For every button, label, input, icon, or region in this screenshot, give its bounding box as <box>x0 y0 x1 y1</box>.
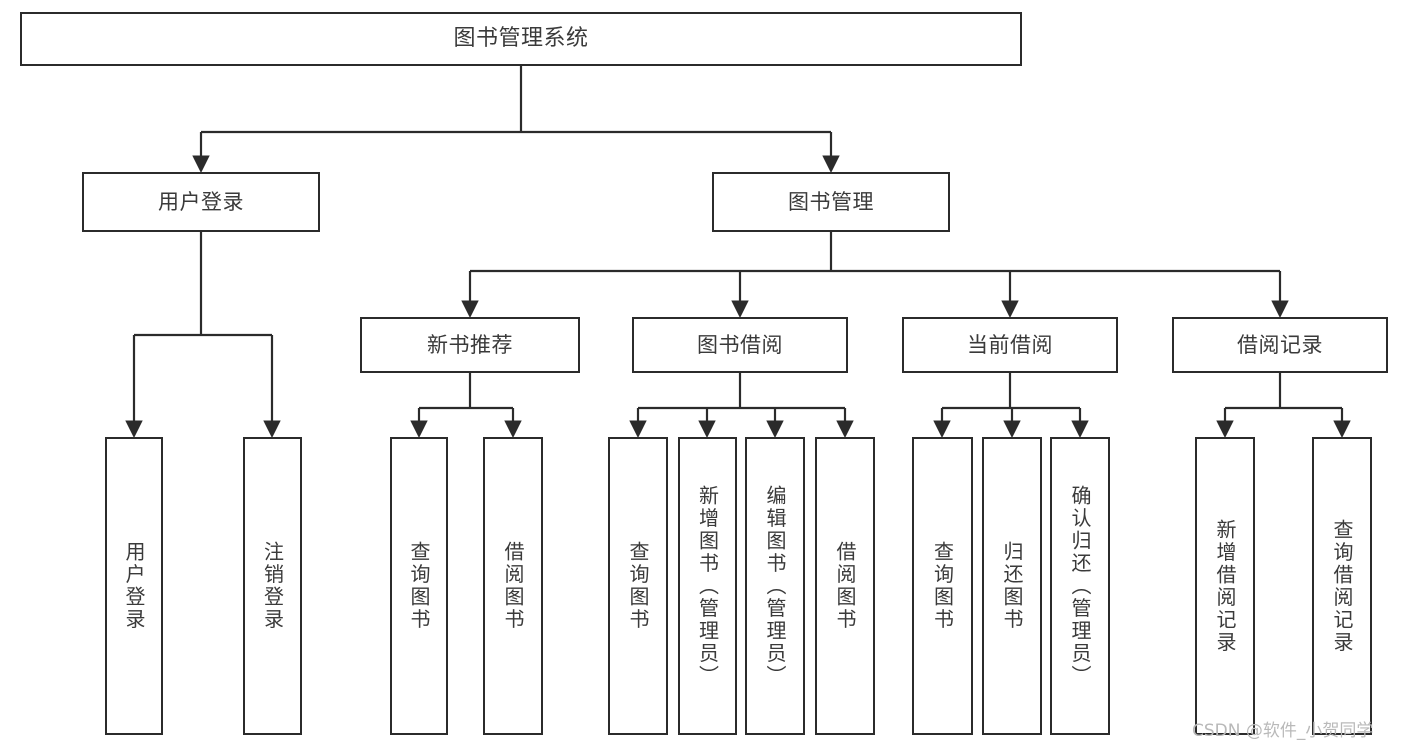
leaf-query-book-3[interactable]: 查询图书 <box>912 437 973 735</box>
node-borrow-record-label: 借阅记录 <box>1237 332 1323 357</box>
leaf-borrow-book-1[interactable]: 借阅图书 <box>483 437 543 735</box>
node-book-borrow[interactable]: 图书借阅 <box>632 317 848 373</box>
leaf-query-book-1-label: 查询图书 <box>407 541 431 631</box>
node-book-manage-label: 图书管理 <box>788 189 874 214</box>
leaf-borrow-book-2[interactable]: 借阅图书 <box>815 437 875 735</box>
leaf-query-record[interactable]: 查询借阅记录 <box>1312 437 1372 735</box>
leaf-logout-label: 注销登录 <box>260 541 285 631</box>
leaf-add-book[interactable]: 新增图书（管理员） <box>678 437 737 735</box>
leaf-query-record-label: 查询借阅记录 <box>1330 518 1354 654</box>
node-current-borrow-label: 当前借阅 <box>967 332 1053 357</box>
node-borrow-record[interactable]: 借阅记录 <box>1172 317 1388 373</box>
csdn-watermark: CSDN @软件_小贺同学 <box>1192 721 1374 741</box>
leaf-confirm-return-label: 确认归还（管理员） <box>1068 484 1092 688</box>
leaf-borrow-book-2-label: 借阅图书 <box>833 541 857 631</box>
leaf-add-book-label: 新增图书（管理员） <box>695 484 720 688</box>
leaf-user-login[interactable]: 用户登录 <box>105 437 163 735</box>
node-user-login[interactable]: 用户登录 <box>82 172 320 232</box>
leaf-edit-book[interactable]: 编辑图书（管理员） <box>745 437 805 735</box>
leaf-query-book-2-label: 查询图书 <box>626 541 650 631</box>
leaf-query-book-2[interactable]: 查询图书 <box>608 437 668 735</box>
leaf-add-record-label: 新增借阅记录 <box>1213 518 1237 654</box>
node-root[interactable]: 图书管理系统 <box>20 12 1022 66</box>
node-current-borrow[interactable]: 当前借阅 <box>902 317 1118 373</box>
leaf-borrow-book-1-label: 借阅图书 <box>501 541 525 631</box>
leaf-return-book-label: 归还图书 <box>1000 541 1024 631</box>
node-book-borrow-label: 图书借阅 <box>697 332 783 357</box>
node-new-book-recommend[interactable]: 新书推荐 <box>360 317 580 373</box>
leaf-user-login-label: 用户登录 <box>122 541 146 631</box>
leaf-confirm-return[interactable]: 确认归还（管理员） <box>1050 437 1110 735</box>
leaf-add-record[interactable]: 新增借阅记录 <box>1195 437 1255 735</box>
leaf-edit-book-label: 编辑图书（管理员） <box>763 484 787 688</box>
node-root-label: 图书管理系统 <box>453 26 589 52</box>
node-book-manage[interactable]: 图书管理 <box>712 172 950 232</box>
node-new-book-recommend-label: 新书推荐 <box>427 332 513 357</box>
leaf-return-book[interactable]: 归还图书 <box>982 437 1042 735</box>
leaf-query-book-3-label: 查询图书 <box>930 541 955 631</box>
leaf-logout[interactable]: 注销登录 <box>243 437 302 735</box>
leaf-query-book-1[interactable]: 查询图书 <box>390 437 448 735</box>
node-user-login-label: 用户登录 <box>158 189 244 214</box>
